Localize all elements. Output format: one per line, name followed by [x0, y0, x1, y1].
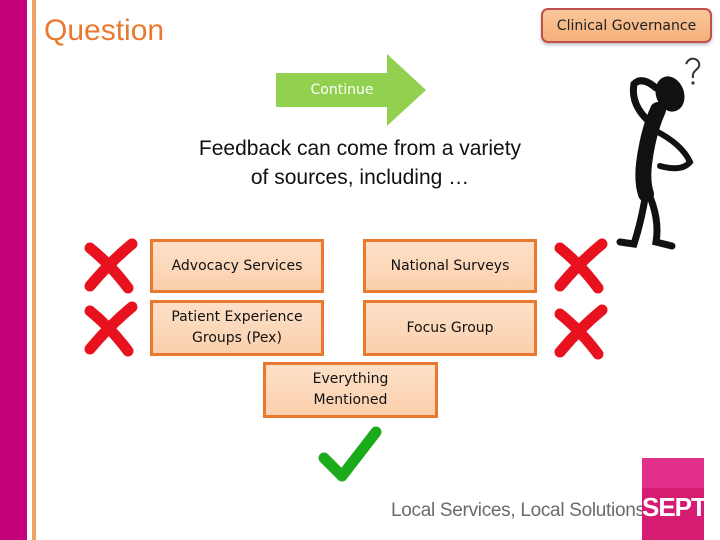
- left-orange-stripe: [32, 0, 36, 540]
- option-advocacy-services[interactable]: Advocacy Services: [150, 239, 324, 293]
- left-magenta-stripe: [0, 0, 27, 540]
- option-label: National Surveys: [390, 257, 510, 274]
- footer-slogan: Local Services, Local Solutions: [391, 500, 645, 521]
- thinking-person-icon: [616, 57, 701, 250]
- continue-button[interactable]: Continue: [276, 54, 426, 126]
- option-focus-group[interactable]: Focus Group: [363, 300, 537, 356]
- red-cross-icon: [554, 304, 608, 360]
- sept-logo: [642, 488, 704, 540]
- question-text: Feedback can come from a variety of sour…: [198, 137, 522, 189]
- option-national-surveys[interactable]: National Surveys: [363, 239, 537, 293]
- red-cross-icon: [554, 238, 608, 294]
- continue-label: Continue: [310, 82, 374, 98]
- sept-logo-text: SEPT: [642, 492, 707, 522]
- option-label: Focus Group: [406, 319, 494, 336]
- right-arrow-icon: [276, 54, 426, 126]
- option-label: Everything Mentioned: [312, 371, 389, 408]
- option-label: Advocacy Services: [171, 257, 303, 274]
- option-patient-experience-groups[interactable]: Patient Experience Groups (Pex): [150, 300, 324, 356]
- page-title: Question: [44, 14, 165, 47]
- option-label: Patient Experience Groups (Pex): [171, 309, 303, 346]
- clinical-governance-badge: Clinical Governance: [541, 8, 712, 43]
- sept-logo-top: [642, 458, 704, 488]
- green-check-icon: [318, 426, 382, 482]
- option-everything-mentioned[interactable]: Everything Mentioned: [263, 362, 438, 418]
- red-cross-icon: [84, 238, 138, 294]
- red-cross-icon: [84, 301, 138, 357]
